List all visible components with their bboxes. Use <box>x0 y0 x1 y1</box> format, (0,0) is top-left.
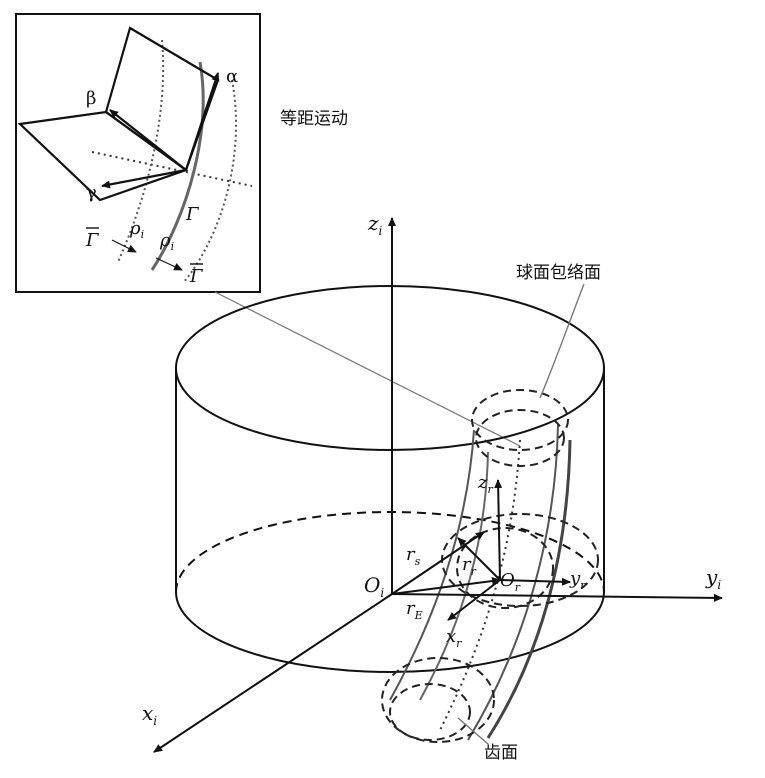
inset-label-beta: β <box>86 88 96 109</box>
label-r-s: rs <box>406 544 421 568</box>
inset-label-gamma-bar-left: Γ <box>85 230 100 251</box>
inset-frame <box>15 13 261 293</box>
inset-vector-alpha <box>184 72 220 171</box>
callout-sphere-envelope: 球面包络面 <box>516 263 601 283</box>
label-r-r: rr <box>462 554 477 578</box>
axis-x-r <box>447 579 501 621</box>
label-z-r: zr <box>477 472 493 496</box>
leader-sphere-envelope <box>539 283 585 399</box>
label-y-i: yi <box>705 565 721 592</box>
cylinder-top-ellipse <box>175 285 605 451</box>
inset-leader-line <box>214 291 521 447</box>
tube-edge-outer <box>486 439 572 739</box>
inset-label-rho-left: ρi <box>129 218 144 241</box>
inset-label-rho-right: ρi <box>159 230 174 253</box>
axis-y-r <box>499 577 571 586</box>
main-axes <box>153 217 723 753</box>
label-y-r: yr <box>569 568 586 592</box>
cylinder <box>175 285 605 673</box>
axis-z-r <box>494 479 503 581</box>
sphere-top-outer <box>471 389 569 451</box>
axis-x-main <box>153 593 393 753</box>
callout-tooth-surface: 齿面 <box>484 743 518 763</box>
inset-vector-beta <box>109 109 187 171</box>
vector-r-s <box>391 531 485 595</box>
inset-label-alpha: α <box>226 66 238 87</box>
tooth-surface-body <box>381 389 599 743</box>
axis-y-main <box>391 593 723 602</box>
sphere-bottom-outer <box>381 657 495 743</box>
sphere-top-inner <box>475 409 565 467</box>
vector-r-E <box>391 577 501 595</box>
sphere-bottom-inner <box>389 683 471 741</box>
label-origin-i: Oi <box>364 573 384 600</box>
inset-title: 等距运动 <box>280 109 348 129</box>
inset-rho-arrow-left <box>111 239 137 253</box>
label-x-r: xr <box>446 626 462 650</box>
inset-label-gamma-bar-right: Γ <box>189 266 204 287</box>
inset-label-gamma-curve: Γ <box>185 204 200 225</box>
inset-rho-arrow-right <box>155 257 183 271</box>
inset-vector-gamma <box>101 168 187 189</box>
inset-label-gamma: γ <box>86 182 97 203</box>
tube-edge-inner <box>419 451 489 701</box>
inset-curve-gamma <box>150 61 205 271</box>
sphere-middle-inner <box>456 527 554 609</box>
cylinder-bottom-back <box>175 511 605 593</box>
label-x-i: xi <box>142 701 157 728</box>
cylinder-bottom-front <box>175 591 605 673</box>
inset-curve-gamma-bar-left <box>117 39 165 263</box>
inset-panel: α β γ Γ Γ Γ ρi ρi <box>15 13 521 447</box>
tube-edge-right <box>467 423 559 741</box>
label-origin-r: Or <box>500 570 521 594</box>
leader-tooth-surface <box>457 717 489 745</box>
label-z-i: zi <box>367 211 383 238</box>
vector-r-r <box>457 537 501 581</box>
label-r-E: rE <box>406 598 423 622</box>
